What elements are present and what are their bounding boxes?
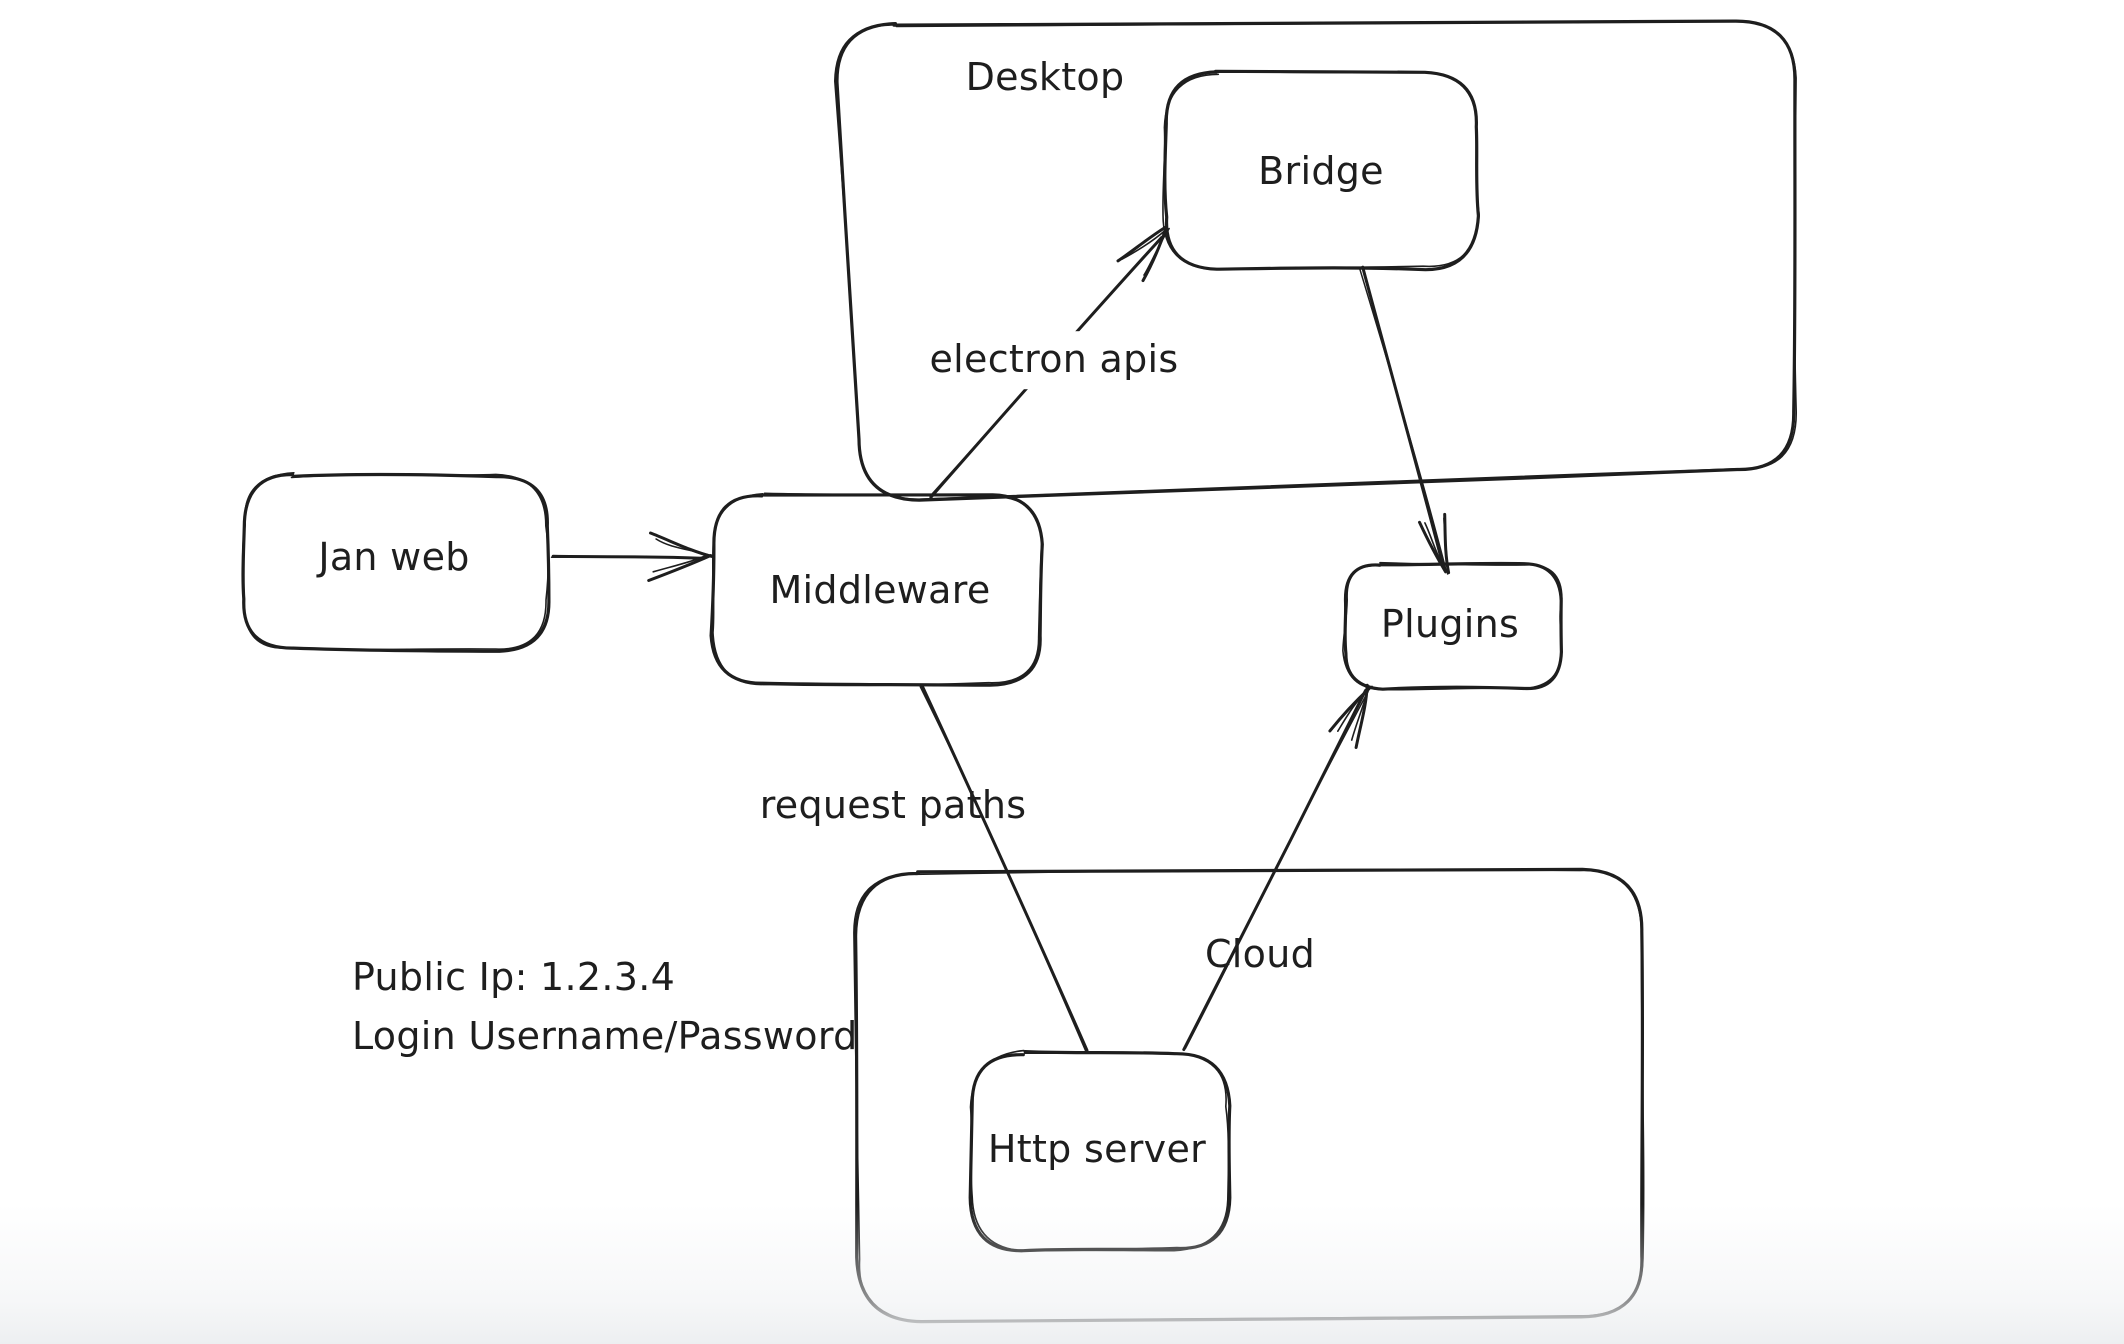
desktop-container-label[interactable]: Desktop [965,55,1125,100]
desktop-container-shape[interactable] [833,19,1798,502]
node-shape-bridge[interactable] [1162,69,1481,272]
node-label-bridge[interactable]: Bridge [1258,149,1384,194]
node-label-jan-web[interactable]: Jan web [318,535,470,580]
edge-middleware-http-server[interactable] [919,683,1089,1053]
node-shape-plugins[interactable] [1342,561,1564,691]
login-credentials-line: Login Username/Password [352,1013,858,1058]
edge-bridge-plugins[interactable] [1358,265,1451,575]
edge-http-server-plugins[interactable] [1182,683,1373,1052]
edge-label-request-paths[interactable]: request paths [759,783,1027,828]
node-label-plugins[interactable]: Plugins [1380,602,1520,647]
node-shape-middleware[interactable] [709,492,1044,687]
public-ip-line: Public Ip: 1.2.3.4 [352,955,676,999]
edge-label-electron-apis[interactable]: electron apis [915,331,1193,389]
node-label-http-server[interactable]: Http server [987,1127,1207,1172]
public-ip-annotation[interactable]: Public Ip: 1.2.3.4 Login Username/Passwo… [352,948,858,1066]
node-shape-jan-web[interactable] [241,472,551,653]
edge-jan-web-middleware[interactable] [550,531,714,582]
node-label-middleware[interactable]: Middleware [769,568,991,613]
